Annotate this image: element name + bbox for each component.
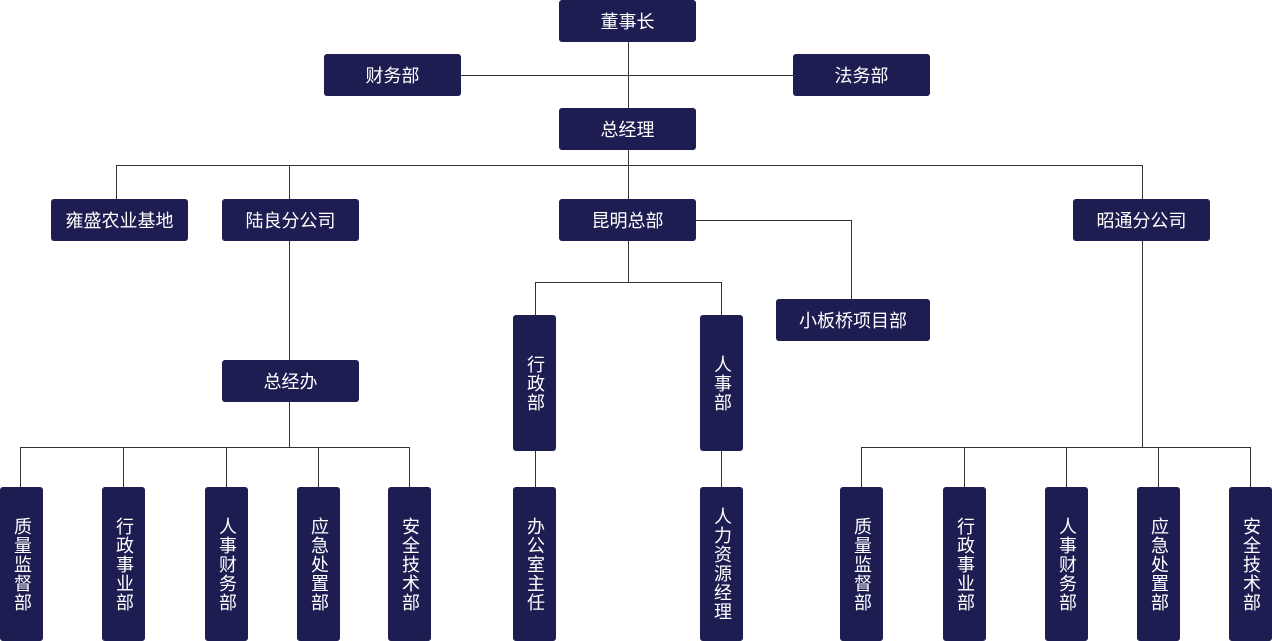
node-general-manager: 总经理 bbox=[559, 108, 696, 150]
node-zhaotong-dept: 行政事业部 bbox=[943, 487, 986, 641]
node-admin: 行政部 bbox=[513, 315, 556, 451]
node-hr: 人事部 bbox=[700, 315, 743, 451]
node-zhaotong: 昭通分公司 bbox=[1073, 199, 1210, 241]
node-luliang-dept: 应急处置部 bbox=[297, 487, 340, 641]
node-luliang-dept: 质量监督部 bbox=[0, 487, 43, 641]
node-zhaotong-dept: 安全技术部 bbox=[1229, 487, 1272, 641]
node-zhaotong-dept: 应急处置部 bbox=[1137, 487, 1180, 641]
node-kunming: 昆明总部 bbox=[559, 199, 696, 241]
node-legal: 法务部 bbox=[793, 54, 930, 96]
node-xiaobanqiao: 小板桥项目部 bbox=[776, 299, 930, 341]
node-zhaotong-dept: 人事财务部 bbox=[1045, 487, 1088, 641]
node-luliang: 陆良分公司 bbox=[222, 199, 359, 241]
node-luliang-dept: 人事财务部 bbox=[205, 487, 248, 641]
node-luliang-dept: 行政事业部 bbox=[102, 487, 145, 641]
node-zhaotong-dept: 质量监督部 bbox=[840, 487, 883, 641]
node-office-director: 办公室主任 bbox=[513, 487, 556, 641]
node-finance: 财务部 bbox=[324, 54, 461, 96]
node-chairman: 董事长 bbox=[559, 0, 696, 42]
node-hr-manager: 人力资源经理 bbox=[700, 487, 743, 641]
node-gm-office: 总经办 bbox=[222, 360, 359, 402]
node-yongsheng: 雍盛农业基地 bbox=[51, 199, 188, 241]
node-luliang-dept: 安全技术部 bbox=[388, 487, 431, 641]
